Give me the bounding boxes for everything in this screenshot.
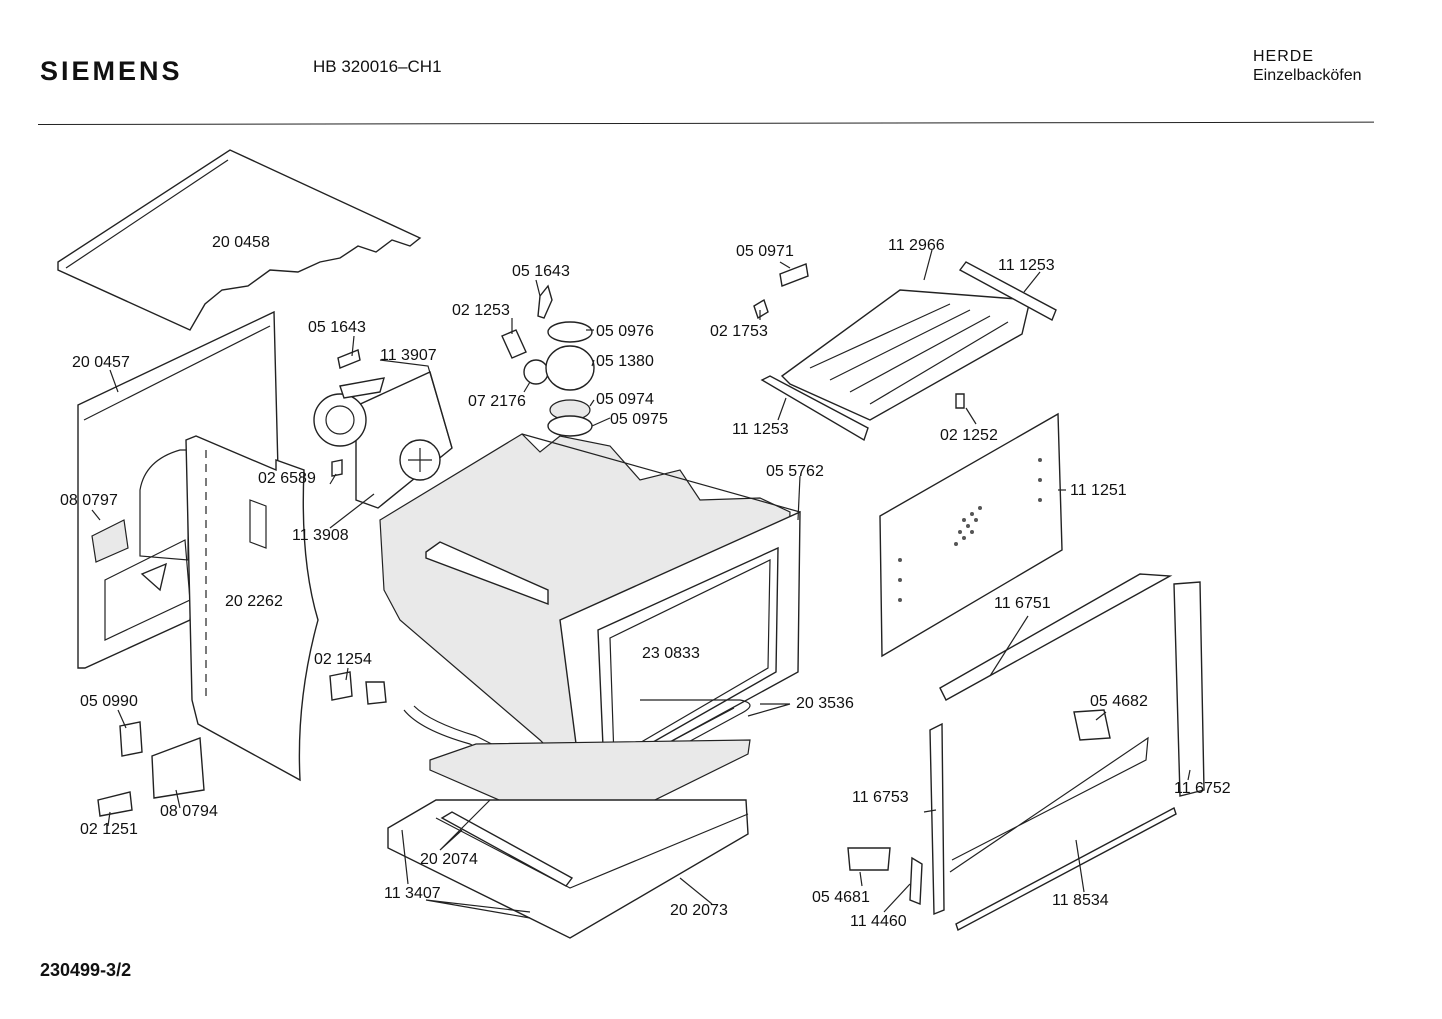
part-label: 11 3407	[384, 885, 441, 902]
part-label: 20 0458	[212, 234, 270, 251]
part-label: 08 0797	[60, 492, 118, 509]
part-label: 05 0976	[596, 323, 654, 340]
part-label: 05 0974	[596, 391, 654, 408]
part-label: 11 6753	[852, 789, 909, 806]
part-label: 11 6752	[1174, 780, 1231, 797]
part-label: 11 8534	[1052, 892, 1109, 909]
part-label: 05 1643	[308, 319, 366, 336]
frame-rails	[847, 573, 1205, 932]
part-label: 05 1380	[596, 353, 654, 370]
part-label: 05 0975	[610, 411, 668, 428]
part-label: 08 0794	[160, 803, 218, 820]
heating-element	[753, 261, 1057, 442]
part-label: 02 1254	[314, 651, 372, 668]
part-label: 05 0990	[80, 693, 138, 710]
part-label: 05 4681	[812, 889, 870, 906]
part-label: 05 0971	[736, 243, 794, 260]
bottom-base-tray	[387, 739, 751, 939]
part-label: 20 3536	[796, 695, 854, 712]
part-label: 11 4460	[850, 913, 907, 930]
oven-cavity	[379, 433, 801, 792]
leader-lines	[91, 249, 1191, 919]
part-label: 05 4682	[1090, 693, 1148, 710]
part-label: 11 3907	[380, 347, 437, 364]
oven-lamp-parts	[501, 284, 595, 470]
model-number: HB 320016–CH1	[313, 57, 442, 76]
part-label: 20 2073	[670, 902, 728, 919]
part-label: 11 6751	[994, 595, 1051, 612]
part-label: 20 2262	[225, 593, 283, 610]
part-label: 02 1252	[940, 427, 998, 444]
category-title: HERDE	[1253, 48, 1315, 65]
part-label: 02 1253	[452, 302, 510, 319]
part-label: 11 1251	[1070, 482, 1127, 499]
part-labels: 20 0458 20 0457 08 0797 20 2262 05 1643 …	[60, 234, 1231, 930]
part-label: 20 2074	[420, 851, 478, 868]
category-subtitle: Einzelbacköfen	[1253, 67, 1362, 84]
part-label: 11 1253	[998, 257, 1055, 274]
part-label: 07 2176	[468, 393, 526, 410]
part-label: 23 0833	[642, 645, 700, 662]
part-label: 05 5762	[766, 463, 824, 480]
part-label: 11 3908	[292, 527, 349, 544]
part-label: 11 2966	[888, 237, 945, 254]
top-cover-panel	[57, 149, 422, 331]
part-label: 02 1753	[710, 323, 768, 340]
rear-cover-plate	[879, 412, 1063, 658]
brand-logo: SIEMENS	[40, 56, 183, 86]
part-label: 02 6589	[258, 470, 316, 487]
document-number: 230499-3/2	[40, 960, 132, 980]
part-label: 11 1253	[732, 421, 789, 438]
fan-motor-assembly	[313, 349, 453, 509]
small-components	[97, 671, 387, 817]
part-label: 20 0457	[72, 354, 130, 371]
part-label: 05 1643	[512, 263, 570, 280]
part-label: 02 1251	[80, 821, 138, 838]
rear-panel	[185, 435, 319, 782]
